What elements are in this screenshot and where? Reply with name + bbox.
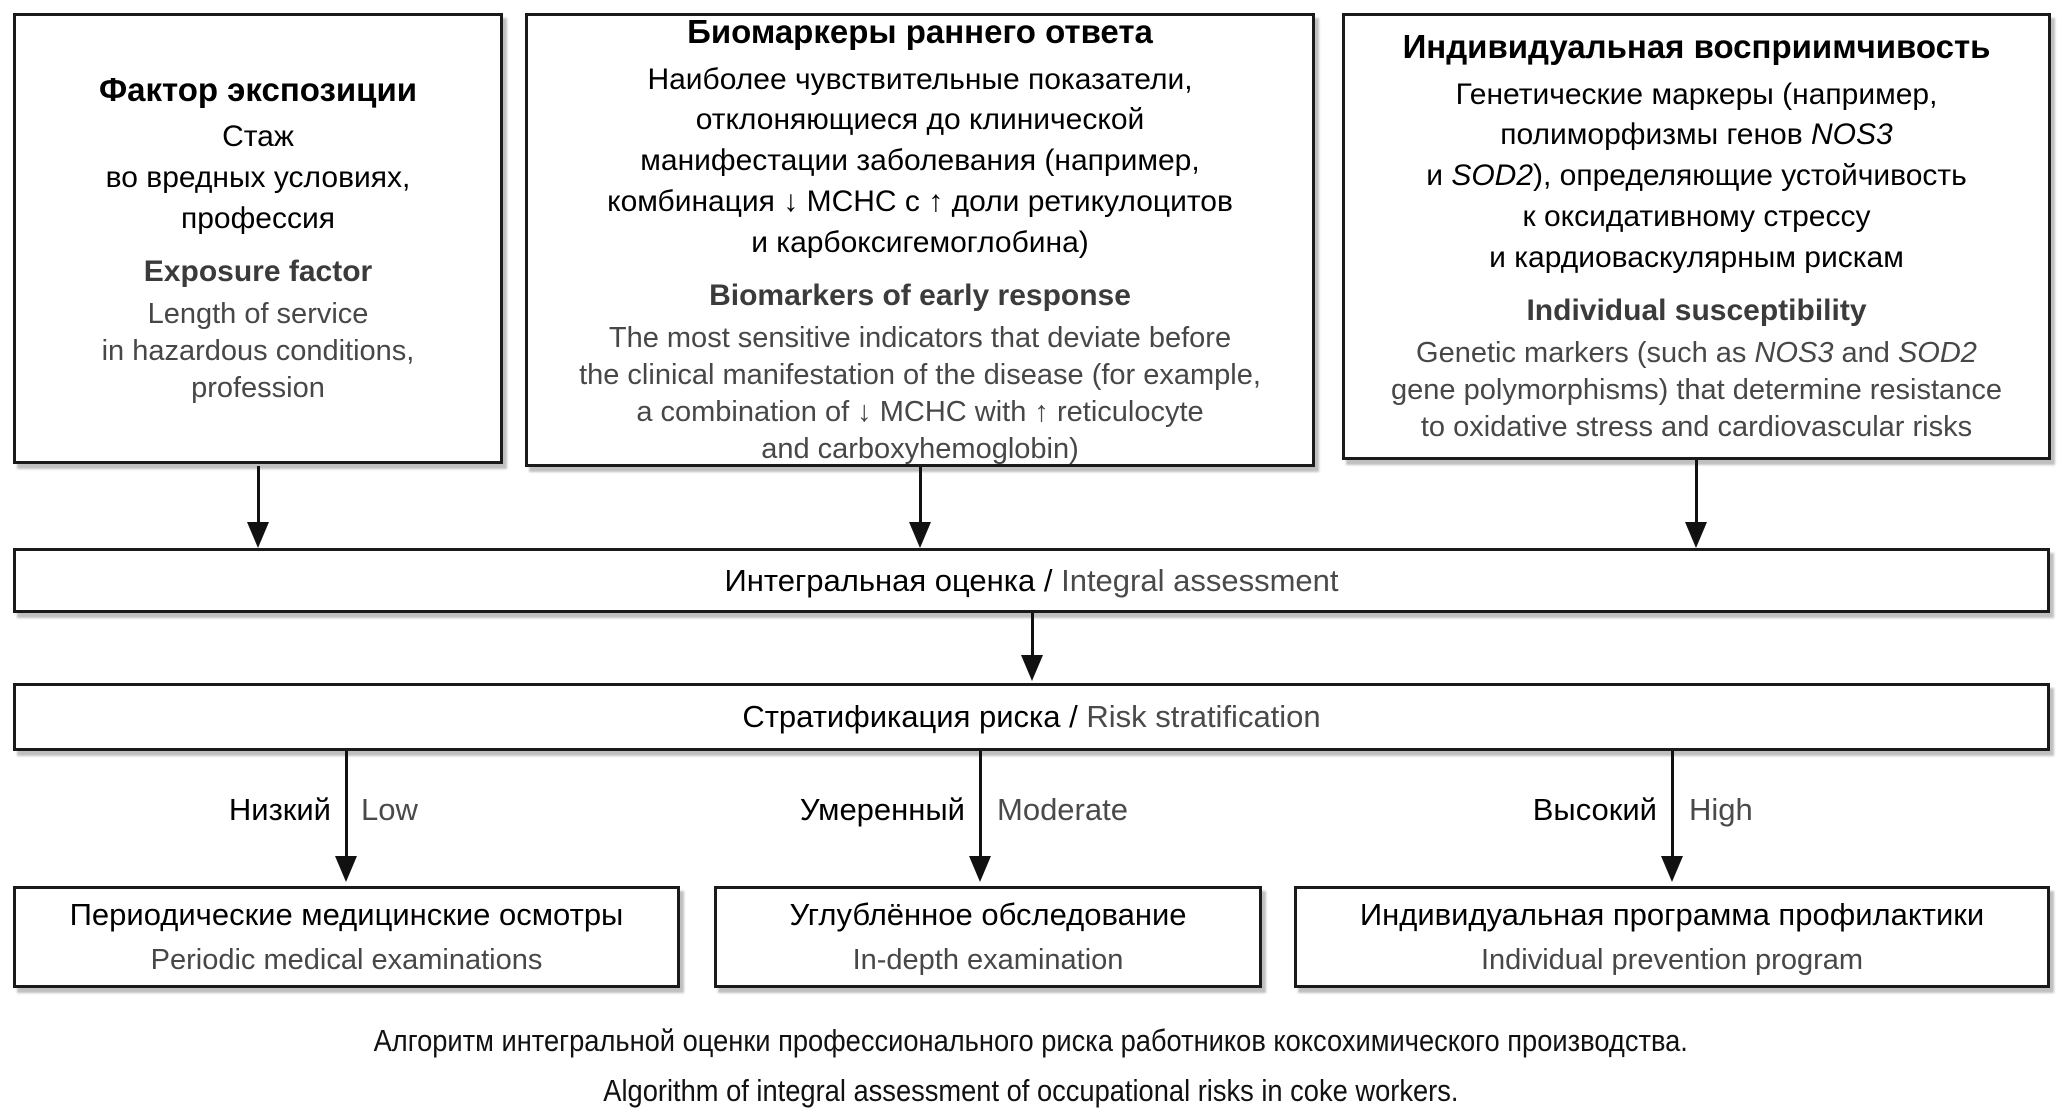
risk-low-label-en: Low (361, 792, 418, 827)
gene-nos3: NOS3 (1811, 118, 1893, 152)
indepth-exam-label-en: In-depth examination (852, 944, 1124, 977)
arrow-line (919, 467, 922, 524)
exposure-factor-title-en: Exposure factor (143, 254, 373, 288)
gene-sod2: SOD2 (1897, 336, 1977, 369)
biomarkers-box: Биомаркеры раннего ответа Наиболее чувст… (525, 13, 1315, 467)
prevention-program-label-ru: Индивидуальная программа профилактики (1359, 896, 1985, 932)
periodic-exams-label-en: Periodic medical examinations (150, 944, 543, 977)
risk-low-label-ru: Низкий (228, 792, 331, 827)
figure-caption-ru: Алгоритм интегральной оценки профессиона… (373, 1023, 1689, 1058)
risk-stratification-bar: Стратификация риска / Risk stratificatio… (13, 683, 2050, 751)
exposure-factor-body-en: Length of service in hazardous condition… (101, 297, 415, 405)
biomarkers-body-ru: Наиболее чувствительные показатели, откл… (607, 62, 1233, 259)
arrow-line (1031, 613, 1034, 657)
exposure-factor-box: Фактор экспозиции Стаж во вредных услови… (13, 13, 503, 464)
risk-stratification-label-en: Risk stratification (1086, 699, 1321, 734)
susceptibility-title-ru: Индивидуальная восприимчивость (1402, 28, 1991, 66)
integral-assessment-label-ru: Интегральная оценка / (724, 562, 1062, 598)
risk-moderate-label-en: Moderate (997, 792, 1128, 827)
biomarkers-body-en: The most sensitive indicators that devia… (579, 321, 1261, 465)
susceptibility-title-en: Individual susceptibility (1526, 293, 1867, 327)
risk-stratification-label-ru: Стратификация риска / (742, 699, 1087, 734)
arrow-line (257, 466, 260, 524)
exposure-factor-title-ru: Фактор экспозиции (98, 70, 418, 108)
risk-moderate-label-ru: Умеренный (799, 792, 965, 827)
susceptibility-body-ru: Генетические маркеры (например, полиморф… (1426, 77, 1967, 274)
periodic-exams-box: Периодические медицинские осмотры Period… (13, 886, 680, 988)
gene-nos3: NOS3 (1754, 336, 1834, 369)
risk-high-label-ru: Высокий (1532, 792, 1657, 827)
periodic-exams-label-ru: Периодические медицинские осмотры (69, 896, 624, 932)
figure-caption-en: Algorithm of integral assessment of occu… (603, 1073, 1459, 1108)
arrow-line (979, 751, 982, 858)
arrow-line (1695, 460, 1698, 524)
prevention-program-box: Индивидуальная программа профилактики In… (1294, 886, 2050, 988)
arrow-line (1671, 751, 1674, 858)
down-arrowhead (335, 856, 357, 882)
risk-high-label-en: High (1689, 792, 1753, 827)
down-arrowhead (247, 522, 269, 548)
gene-sod2: SOD2 (1451, 159, 1534, 193)
prevention-program-label-en: Individual prevention program (1480, 944, 1864, 977)
down-arrowhead (1685, 522, 1707, 548)
exposure-factor-body-ru: Стаж во вредных условиях, профессия (105, 120, 411, 236)
indepth-exam-box: Углублённое обследование In-depth examin… (714, 886, 1262, 988)
down-arrowhead (1661, 856, 1683, 882)
integral-assessment-bar: Интегральная оценка / Integral assessmen… (13, 548, 2050, 613)
down-arrowhead (909, 522, 931, 548)
biomarkers-title-en: Biomarkers of early response (709, 278, 1131, 312)
susceptibility-body-en: Genetic markers (such as NOS3 and SOD2 g… (1391, 336, 2002, 443)
biomarkers-title-ru: Биомаркеры раннего ответа (687, 13, 1153, 50)
integral-assessment-label-en: Integral assessment (1061, 562, 1339, 598)
susceptibility-box: Индивидуальная восприимчивость Генетичес… (1342, 13, 2051, 460)
down-arrowhead (969, 856, 991, 882)
indepth-exam-label-ru: Углублённое обследование (789, 896, 1187, 932)
down-arrowhead (1021, 655, 1043, 681)
arrow-line (345, 751, 348, 858)
